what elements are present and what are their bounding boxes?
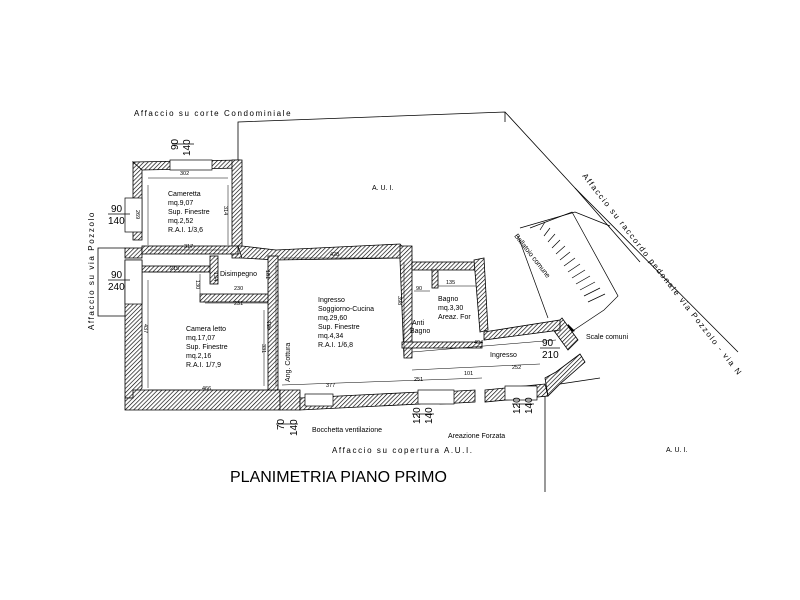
win-west-lower-w: 90 bbox=[111, 270, 123, 281]
win-south2-w: 120 bbox=[412, 407, 423, 424]
disimpegno-label: Disimpegno bbox=[220, 271, 257, 278]
west-balcony bbox=[97, 247, 125, 317]
cameretta-area: mq.9,07 bbox=[168, 200, 193, 207]
camera-area: mq.17,07 bbox=[186, 335, 215, 342]
dim-428: 428 bbox=[330, 252, 339, 258]
antibagno-l1: Anti bbox=[412, 320, 425, 327]
camera-rai: R.A.I. 1/7,9 bbox=[186, 362, 221, 369]
scale-label: Scale comuni bbox=[586, 334, 628, 341]
bagno-name: Bagno bbox=[438, 296, 458, 303]
camera-name: Camera letto bbox=[186, 326, 226, 333]
dim-101: 101 bbox=[464, 371, 473, 377]
bagno-area: mq.3,30 bbox=[438, 305, 463, 312]
win-west-lower-h: 240 bbox=[108, 282, 125, 293]
dim-135: 135 bbox=[446, 280, 455, 286]
soggiorno-rai: R.A.I. 1/6,8 bbox=[318, 342, 353, 349]
dim-181: 181 bbox=[264, 270, 270, 279]
camera-sup-val: mq.2,16 bbox=[186, 353, 211, 360]
aui-bottom-label: A. U. I. bbox=[666, 447, 687, 454]
dim-314: 314 bbox=[222, 206, 228, 215]
dimension-lines bbox=[147, 177, 557, 391]
camera-sup: Sup. Finestre bbox=[186, 344, 228, 351]
win-west-upper-w: 90 bbox=[111, 204, 123, 215]
window-fractions bbox=[108, 143, 560, 425]
win-south3-h: 140 bbox=[524, 397, 535, 414]
common-stairs bbox=[517, 211, 619, 339]
win-east-h: 210 bbox=[542, 350, 559, 361]
win-top-h: 140 bbox=[182, 139, 193, 156]
win-west-upper-h: 140 bbox=[108, 216, 125, 227]
antibagno-l2: Bagno bbox=[410, 328, 430, 335]
dim-251: 251 bbox=[414, 377, 423, 383]
dim-302: 302 bbox=[180, 171, 189, 177]
dim-437: 437 bbox=[142, 324, 148, 333]
win-south1-h: 140 bbox=[289, 419, 300, 436]
facade-west-label: Affaccio su via Pozzolo bbox=[87, 211, 96, 330]
win-south2-h: 140 bbox=[424, 407, 435, 424]
cameretta-name: Cameretta bbox=[168, 191, 201, 198]
soggiorno-area: mq.29,60 bbox=[318, 315, 347, 322]
dim-215: 215 bbox=[170, 266, 179, 272]
dim-252: 252 bbox=[512, 365, 521, 371]
cameretta-sup: Sup. Finestre bbox=[168, 209, 210, 216]
soggiorno-name: Soggiorno-Cucina bbox=[318, 306, 374, 313]
soggiorno-ingresso: Ingresso bbox=[318, 297, 345, 304]
bagno-note: Areaz. For bbox=[438, 314, 471, 321]
dimension-numbers: 302 317 215 269 314 428 130 134 230 231 … bbox=[134, 171, 521, 392]
aui-top-label: A. U. I. bbox=[372, 185, 393, 192]
windows bbox=[124, 159, 538, 407]
win-top-w: 90 bbox=[170, 138, 181, 150]
cameretta-rai: R.A.I. 1/3,6 bbox=[168, 227, 203, 234]
win-south1-w: 70 bbox=[276, 418, 287, 430]
dim-494: 494 bbox=[474, 340, 483, 346]
facade-east-label: Affaccio su raccordo pedonale via Pozzol… bbox=[580, 172, 744, 378]
dim-481: 481 bbox=[267, 321, 273, 330]
dim-230: 230 bbox=[234, 286, 243, 292]
dim-398: 398 bbox=[396, 296, 402, 305]
win-east-w: 90 bbox=[542, 338, 554, 349]
dim-466: 466 bbox=[202, 386, 211, 392]
dim-331: 331 bbox=[260, 344, 266, 353]
facade-south-label: Affaccio su copertura A.U.I. bbox=[332, 446, 474, 455]
dim-317: 317 bbox=[184, 244, 193, 250]
dim-269: 269 bbox=[134, 210, 140, 219]
soggiorno-sup: Sup. Finestre bbox=[318, 324, 360, 331]
ang-cottura-label: Ang. Cottura bbox=[285, 343, 292, 382]
ingresso-label: Ingresso bbox=[490, 352, 517, 359]
cameretta-sup-val: mq.2,52 bbox=[168, 218, 193, 225]
dim-134: 134 bbox=[212, 272, 218, 281]
plan-title: PLANIMETRIA PIANO PRIMO bbox=[230, 469, 447, 486]
soggiorno-sup-val: mq.4,34 bbox=[318, 333, 343, 340]
facade-north-label: Affaccio su corte Condominiale bbox=[134, 109, 292, 118]
dim-231: 231 bbox=[234, 301, 243, 307]
dim-90: 90 bbox=[416, 286, 422, 292]
areazione-label: Areazione Forzata bbox=[448, 433, 505, 440]
bocchetta-label: Bocchetta ventilazione bbox=[312, 427, 382, 434]
dim-377: 377 bbox=[326, 383, 335, 389]
win-south3-w: 120 bbox=[512, 397, 523, 414]
dim-130: 130 bbox=[194, 280, 200, 289]
